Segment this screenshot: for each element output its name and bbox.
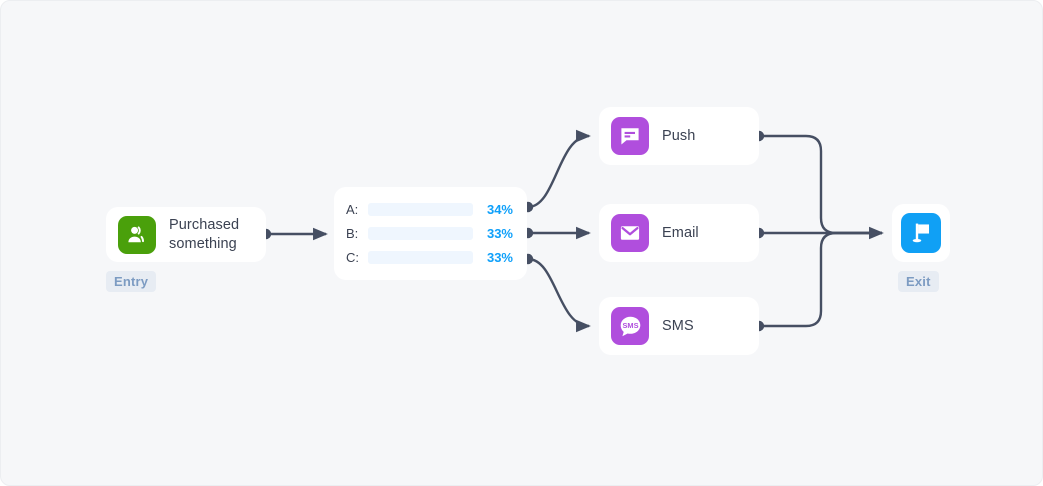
sms-bubble-icon: SMS (611, 307, 649, 345)
edge-email-to-exit (753, 226, 884, 240)
node-channel-push[interactable]: Push (599, 107, 759, 165)
node-entry-label: Purchased something (169, 217, 240, 252)
edge-sms-to-exit (753, 231, 882, 332)
edge-entry-to-split (260, 227, 328, 241)
flag-icon (901, 213, 941, 253)
node-channel-email[interactable]: Email (599, 204, 759, 262)
split-percent-c: 33% (486, 250, 513, 265)
split-track-a (368, 203, 473, 216)
node-sms-label: SMS (662, 317, 694, 334)
split-row-b[interactable]: B: 33% (346, 226, 513, 241)
badge-entry: Entry (106, 271, 157, 292)
node-push-label: Push (662, 127, 696, 144)
push-message-icon (611, 117, 649, 155)
split-track-b (368, 227, 473, 240)
edge-split-c-to-sms (522, 253, 591, 333)
envelope-icon (611, 214, 649, 252)
edge-split-b-to-email (522, 226, 591, 240)
badge-exit: Exit (898, 271, 939, 292)
node-entry-purchased-something[interactable]: Purchased something (106, 207, 266, 262)
node-split-variants[interactable]: A: 34% B: 33% C: 33% (334, 187, 527, 280)
split-row-c[interactable]: C: 33% (346, 250, 513, 265)
split-key-b: B: (346, 226, 359, 241)
split-percent-a: 34% (486, 202, 513, 217)
split-track-c (368, 251, 473, 264)
split-percent-b: 33% (486, 226, 513, 241)
node-channel-sms[interactable]: SMS SMS (599, 297, 759, 355)
split-key-c: C: (346, 250, 359, 265)
edge-push-to-exit (753, 130, 882, 235)
split-row-a[interactable]: A: 34% (346, 202, 513, 217)
edge-split-a-to-push (522, 129, 591, 213)
node-email-label: Email (662, 224, 699, 241)
node-exit[interactable] (892, 204, 950, 262)
people-icon (118, 215, 156, 254)
svg-text:SMS: SMS (622, 321, 638, 330)
split-key-a: A: (346, 202, 359, 217)
